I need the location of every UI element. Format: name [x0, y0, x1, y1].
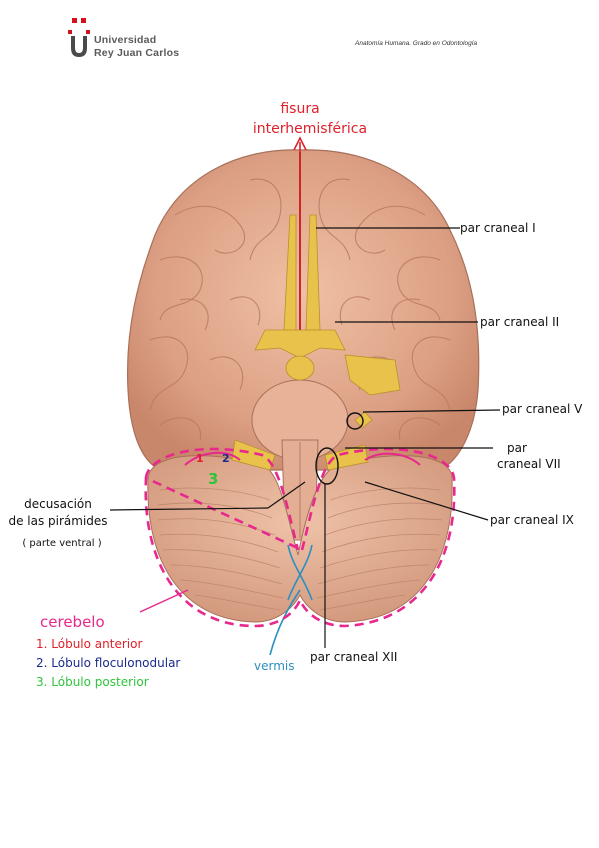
fisura-label-line2: interhemisférica: [253, 121, 367, 137]
par-IX-marker: [315, 447, 339, 485]
legend-item-2: 2. Lóbulo floculonodular: [36, 656, 180, 670]
lobule-boundaries: [184, 451, 421, 466]
fissure-arrowhead: [293, 136, 307, 151]
label-decusacion-line3: ( parte ventral ): [22, 538, 101, 549]
pointer-lines: [109, 227, 501, 648]
label-par-IX: par craneal IX: [490, 513, 574, 527]
label-par-VII-line2: craneal VII: [497, 457, 561, 471]
label-par-I: par craneal I: [460, 221, 536, 235]
cerebelo-legend: cerebelo 1. Lóbulo anterior 2. Lóbulo fl…: [36, 613, 180, 689]
legend-item-3: 3. Lóbulo posterior: [36, 675, 149, 689]
legend-item-1: 1. Lóbulo anterior: [36, 637, 142, 651]
lobule-number-1: 1: [196, 452, 204, 465]
label-vermis: vermis: [254, 659, 294, 673]
label-par-II: par craneal II: [480, 315, 559, 329]
cranial-nerves: [231, 214, 401, 471]
lobule-number-2: 2: [222, 452, 230, 465]
university-logo: Universidad Rey Juan Carlos: [68, 18, 208, 64]
cerebelo-pointer: [139, 589, 189, 613]
cerebellum-outline: [144, 447, 456, 628]
university-name-line1: Universidad: [94, 34, 157, 46]
university-name-line2: Rey Juan Carlos: [94, 47, 180, 59]
lobule-number-3: 3: [208, 470, 218, 488]
label-decusacion-line2: de las pirámides: [8, 514, 107, 528]
label-par-XII: par craneal XII: [310, 650, 397, 664]
label-par-V: par craneal V: [502, 402, 583, 416]
legend-title: cerebelo: [40, 613, 105, 631]
course-title: Anatomía Humana. Grado en Odontología: [355, 40, 478, 47]
university-logo-icon: [68, 18, 90, 57]
label-par-VII-line1: par: [507, 441, 527, 455]
label-decusacion-line1: decusación: [24, 497, 92, 511]
par-V-marker: [346, 412, 364, 430]
fisura-label-line1: fisura: [280, 101, 319, 117]
